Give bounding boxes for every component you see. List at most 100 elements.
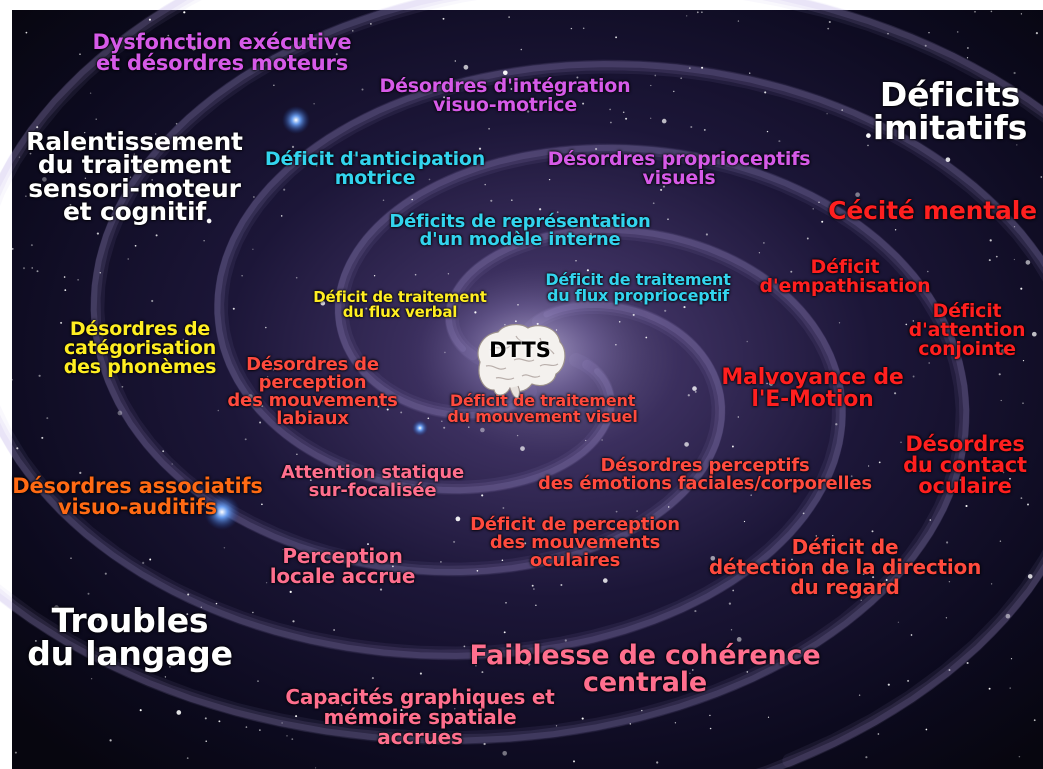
star <box>178 142 181 145</box>
star <box>505 601 507 604</box>
star <box>656 761 659 764</box>
galaxy-arm <box>0 144 970 745</box>
star <box>573 760 575 763</box>
star <box>185 37 187 40</box>
star <box>206 218 212 224</box>
star <box>615 344 617 346</box>
label-deficit-flux-proprioceptif: Déficit de traitement du flux propriocep… <box>545 270 731 305</box>
star <box>867 465 870 467</box>
star <box>730 629 733 631</box>
star <box>1009 127 1012 130</box>
star <box>442 17 445 20</box>
star <box>501 559 504 562</box>
label-cecite-mentale: Cécité mentale <box>828 196 1037 225</box>
star <box>504 324 506 326</box>
star <box>806 237 809 240</box>
star <box>245 726 248 728</box>
brain-center-node: DTTS <box>470 320 570 400</box>
star <box>273 84 275 86</box>
star <box>186 613 189 616</box>
star <box>295 715 298 718</box>
star <box>995 255 998 258</box>
star <box>610 121 612 124</box>
label-deficits-representation: Déficits de représentation d'un modèle i… <box>389 211 651 250</box>
star <box>441 103 444 105</box>
star <box>673 90 675 93</box>
galaxy-arm <box>214 61 1043 769</box>
star <box>382 199 385 201</box>
star <box>79 471 82 475</box>
star <box>502 507 505 509</box>
star <box>151 179 154 181</box>
star <box>679 482 682 485</box>
star <box>400 411 403 414</box>
star <box>1013 71 1016 75</box>
star <box>767 716 770 718</box>
star <box>164 676 167 678</box>
star <box>732 589 735 592</box>
star <box>959 478 962 482</box>
star <box>421 224 423 226</box>
star <box>314 767 317 769</box>
star <box>622 111 625 114</box>
star <box>582 27 585 30</box>
star <box>361 88 364 91</box>
star <box>887 683 890 686</box>
star <box>316 165 318 167</box>
star <box>475 664 477 667</box>
star <box>1020 287 1023 290</box>
star <box>176 710 182 715</box>
star <box>602 578 608 583</box>
star <box>463 645 466 648</box>
star <box>1022 402 1024 405</box>
star <box>586 269 589 272</box>
star <box>1013 258 1016 261</box>
star <box>370 23 372 25</box>
star <box>90 678 93 680</box>
star <box>905 323 908 326</box>
star <box>70 557 72 559</box>
star <box>641 709 643 712</box>
star <box>162 450 165 453</box>
star <box>478 147 482 150</box>
star <box>515 320 517 323</box>
label-desordres-perceptifs-emotions: Désordres perceptifs des émotions facial… <box>538 455 872 494</box>
star <box>36 270 39 273</box>
star <box>705 233 708 236</box>
star <box>272 369 275 371</box>
star <box>444 351 446 354</box>
star <box>766 130 769 133</box>
star <box>183 11 186 14</box>
star <box>349 396 351 399</box>
star <box>299 44 302 47</box>
star <box>265 326 267 329</box>
star <box>428 178 431 181</box>
star <box>218 720 221 723</box>
star <box>253 196 255 198</box>
star <box>97 618 100 621</box>
star <box>575 260 577 262</box>
star <box>912 320 914 322</box>
star <box>130 343 133 345</box>
star <box>636 510 638 512</box>
star <box>535 604 537 606</box>
star <box>766 382 768 385</box>
star <box>171 463 173 465</box>
star <box>664 309 667 312</box>
star <box>167 34 170 37</box>
star <box>680 77 683 80</box>
star <box>510 199 513 202</box>
star <box>16 447 19 450</box>
star <box>687 394 690 397</box>
star <box>259 729 261 731</box>
label-deficit-empathisation: Déficit d'empathisation <box>759 256 931 297</box>
star <box>840 547 843 550</box>
star <box>38 374 41 377</box>
star <box>291 738 294 740</box>
label-desordres-categorisation: Désordres de catégorisation des phonèmes <box>63 318 217 378</box>
star <box>386 408 389 411</box>
star <box>220 65 223 68</box>
star <box>151 299 154 303</box>
star <box>555 725 558 727</box>
